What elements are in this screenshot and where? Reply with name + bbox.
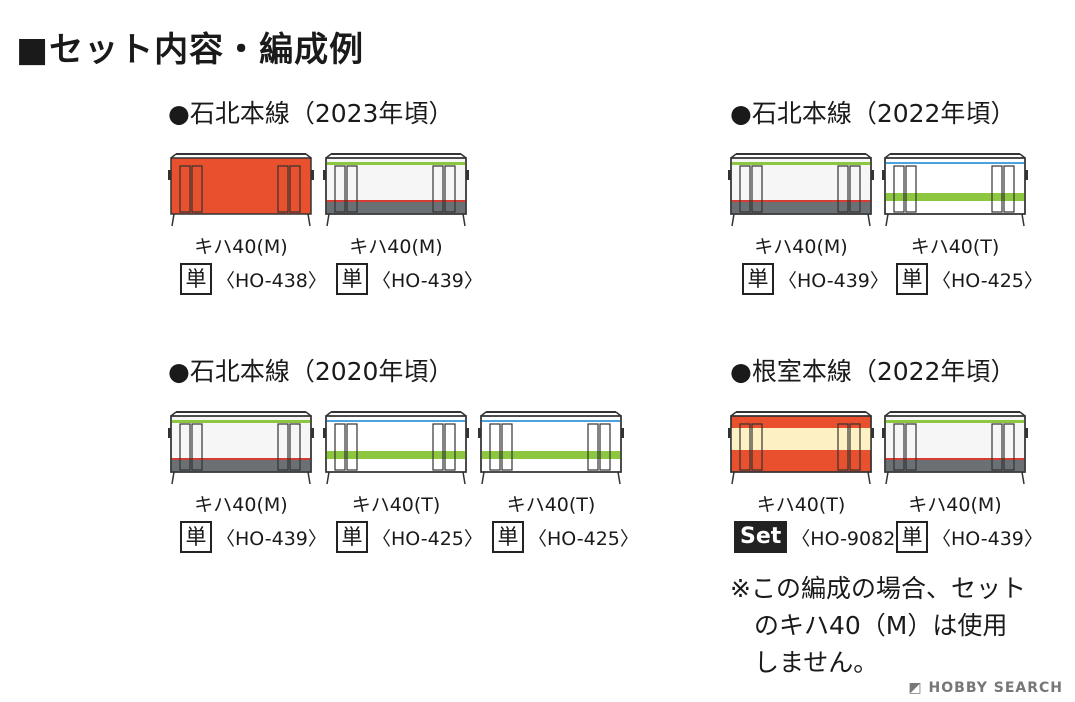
watermark-text: HOBBY SEARCH <box>928 680 1063 696</box>
single-badge: 単 <box>336 521 368 553</box>
product-code: Set 〈HO-9082〉 <box>734 520 914 554</box>
car-name: キハ40(T) <box>506 494 596 516</box>
product-code: 単 〈HO-439〉 <box>180 520 327 554</box>
group-title-sekihoku-2022: ●石北本線（2022年頃） <box>730 99 1016 128</box>
group-title-sekihoku-2023: ●石北本線（2023年頃） <box>168 99 454 128</box>
product-code-text: 〈HO-439〉 <box>932 527 1043 550</box>
car-name: キハ40(T) <box>756 494 846 516</box>
single-badge: 単 <box>742 263 774 295</box>
car-name: キハ40(M) <box>194 236 288 258</box>
product-code-text: 〈HO-439〉 <box>372 269 483 292</box>
product-code: 単 〈HO-438〉 <box>180 262 327 296</box>
car-name: キハ40(T) <box>351 494 441 516</box>
product-code: 単 〈HO-439〉 <box>742 262 889 296</box>
single-badge: 単 <box>896 521 928 553</box>
car-name: キハ40(M) <box>754 236 848 258</box>
car-name: キハ40(M) <box>349 236 443 258</box>
note-line: ※この編成の場合、セット <box>730 574 1026 603</box>
group-title-sekihoku-2020: ●石北本線（2020年頃） <box>168 357 454 386</box>
train-car <box>882 410 1028 488</box>
product-code-text: 〈HO-425〉 <box>372 527 483 550</box>
single-badge: 単 <box>180 521 212 553</box>
product-code-text: 〈HO-439〉 <box>778 269 889 292</box>
product-code-text: 〈HO-425〉 <box>932 269 1043 292</box>
car-name: キハ40(T) <box>910 236 1000 258</box>
product-code-text: 〈HO-438〉 <box>216 269 327 292</box>
single-badge: 単 <box>180 263 212 295</box>
watermark-icon: ◩ <box>908 680 929 696</box>
product-code-text: 〈HO-439〉 <box>216 527 327 550</box>
group-title-nemuro-2022: ●根室本線（2022年頃） <box>730 357 1016 386</box>
single-badge: 単 <box>336 263 368 295</box>
note-line: のキハ40（M）は使用 <box>754 611 1008 640</box>
train-car <box>168 152 314 230</box>
product-code-text: 〈HO-425〉 <box>528 527 639 550</box>
car-name: キハ40(M) <box>908 494 1002 516</box>
product-code: 単 〈HO-439〉 <box>896 520 1043 554</box>
train-car <box>882 152 1028 230</box>
product-code: 単 〈HO-425〉 <box>896 262 1043 296</box>
product-code-text: 〈HO-9082〉 <box>791 527 915 550</box>
page-title: ■セット内容・編成例 <box>16 30 365 70</box>
set-badge: Set <box>734 521 788 553</box>
product-code: 単 〈HO-439〉 <box>336 262 483 296</box>
product-code: 単 〈HO-425〉 <box>336 520 483 554</box>
single-badge: 単 <box>492 521 524 553</box>
note-line: しません。 <box>754 648 879 677</box>
product-code: 単 〈HO-425〉 <box>492 520 639 554</box>
train-car <box>728 152 874 230</box>
train-car <box>478 410 624 488</box>
train-car <box>323 152 469 230</box>
train-car <box>728 410 874 488</box>
formation-note: ※この編成の場合、セット のキハ40（M）は使用 しません。 <box>730 570 1026 681</box>
single-badge: 単 <box>896 263 928 295</box>
train-car <box>168 410 314 488</box>
train-car <box>323 410 469 488</box>
car-name: キハ40(M) <box>194 494 288 516</box>
watermark-logo: ◩ HOBBY SEARCH <box>908 680 1063 696</box>
